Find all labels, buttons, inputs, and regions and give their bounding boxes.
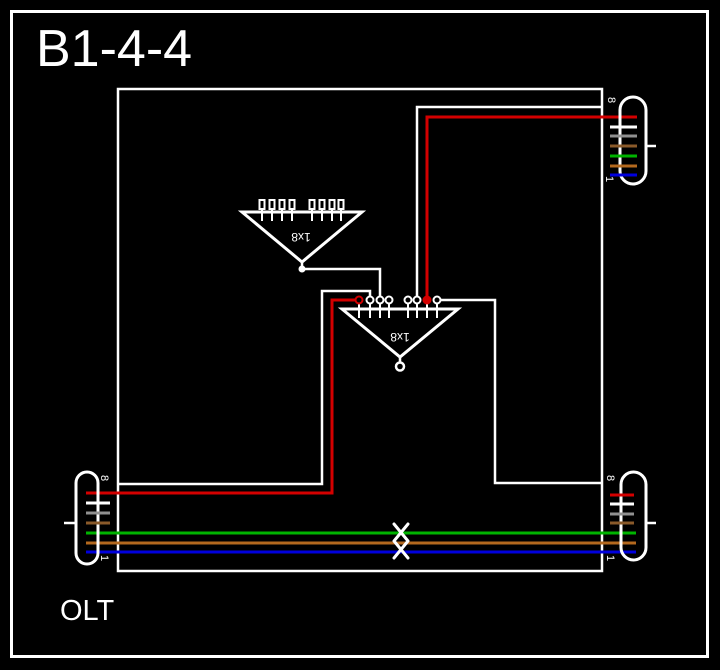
path-splitter2-port6-to-topright [415, 105, 602, 296]
splitter-2-label: 1x8 [390, 330, 410, 344]
red-fiber-top-route [425, 115, 637, 296]
connector-capsule-icon [619, 470, 648, 562]
fiber-connector-bottom-right: 8 1 [604, 470, 656, 562]
splitter-2-pin7-red-terminal [422, 295, 432, 305]
connector-bottom-left-label-1: 1 [98, 555, 110, 561]
red-fiber-bottom-route [86, 298, 355, 495]
distribution-box [116, 87, 604, 573]
connector-bottom-right-label-1: 1 [604, 555, 616, 561]
splitter-2-triangle-icon [337, 307, 463, 359]
splitter-1-symbol: 1x8 [237, 199, 367, 273]
splitter-1-label: 1x8 [291, 230, 311, 244]
fiber-connector-bottom-left: 8 1 [64, 470, 110, 566]
path-splitter2-port2-to-left [118, 289, 372, 486]
splitter-1-apex-dot [298, 265, 306, 273]
diagram-title: B1-4-4 [36, 20, 192, 78]
connector-bottom-right-label-8: 8 [604, 475, 616, 481]
olt-label: OLT [60, 595, 115, 627]
connector-capsule-icon [618, 95, 648, 186]
fiber-connector-top-right: 8 1 [603, 95, 656, 186]
splice-x-marks [392, 522, 410, 560]
splitter-2-symbol: 1x8 [337, 295, 463, 372]
path-splitter1-to-splitter2 [305, 267, 382, 296]
outer-border [10, 10, 709, 658]
connector-bottom-left-label-8: 8 [98, 475, 110, 481]
connector-fiber-stubs [610, 125, 637, 177]
connector-top-right-label-8: 8 [605, 97, 617, 103]
connector-capsule-icon [74, 470, 100, 566]
splitter-2-pin1-red-terminal [354, 295, 364, 305]
connector-fiber-stubs [610, 493, 634, 525]
connector-fiber-stubs [86, 501, 110, 525]
splitter-1-triangle-icon [237, 210, 367, 264]
path-splitter2-port8-to-bottomright [441, 298, 602, 485]
splitter-1-pins [258, 199, 345, 221]
splitter-2-apex-terminal [394, 361, 406, 372]
connector-top-right-label-1: 1 [603, 176, 615, 182]
splitter-2-pins [354, 295, 442, 318]
